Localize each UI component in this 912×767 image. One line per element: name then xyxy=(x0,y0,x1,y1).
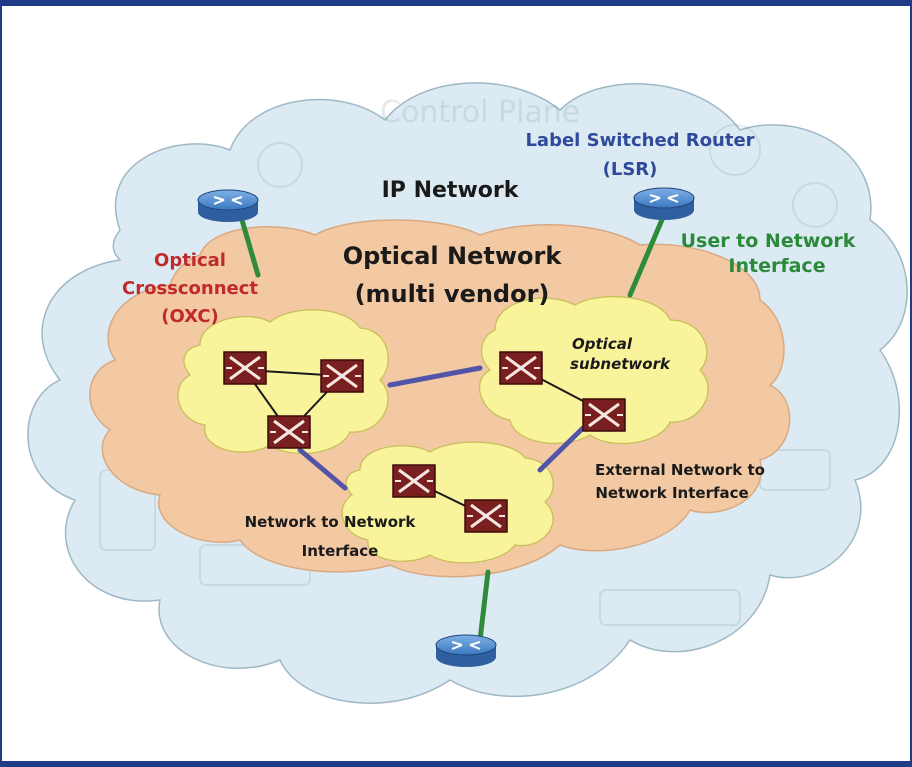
oxc-icon xyxy=(223,351,267,385)
optical-network-label: Optical Network xyxy=(343,242,563,270)
right-frame-bar xyxy=(910,0,912,767)
uni-links xyxy=(239,212,667,643)
bottom-frame-bar xyxy=(0,761,912,767)
nni-link-left-right xyxy=(387,365,483,388)
uni-label-line1: User to Network xyxy=(681,230,856,252)
oxc-icon xyxy=(582,398,626,432)
oxc-label-line2: Crossconnect xyxy=(122,278,258,299)
right-subnetwork-cloud xyxy=(479,295,709,445)
watermark-text: Control Plane xyxy=(380,95,580,130)
oxc-icon xyxy=(464,499,508,533)
oxc-icons xyxy=(223,351,626,533)
oxc-label-line3: (OXC) xyxy=(161,306,219,327)
oxc-icon xyxy=(320,359,364,393)
ip-network-label: IP Network xyxy=(382,178,520,203)
diagram-labels: IP Network Optical Network (multi vendor… xyxy=(122,130,856,560)
lsr-label-line2: (LSR) xyxy=(603,159,658,180)
router-icon xyxy=(197,189,259,222)
uni-link-lsr xyxy=(627,212,667,298)
nni-label-line2: Interface xyxy=(302,542,379,560)
nni-link-left-bottom xyxy=(297,447,348,491)
oxc-icon xyxy=(499,351,543,385)
uni-link-oxc-router xyxy=(239,217,261,278)
router-icon xyxy=(435,634,497,667)
enni-label-line2: Network Interface xyxy=(595,484,748,502)
optical-subnetwork-label-line1: Optical xyxy=(572,335,633,353)
nni-links xyxy=(297,365,586,491)
router-icon xyxy=(633,187,695,220)
optical-network-sublabel: (multi vendor) xyxy=(355,280,550,308)
oxc-icon xyxy=(392,464,436,498)
enni-link-right-bottom xyxy=(537,425,586,473)
nni-label-line1: Network to Network xyxy=(245,513,417,531)
uni-label-line2: Interface xyxy=(728,255,825,277)
lsr-label-line1: Label Switched Router xyxy=(525,130,754,151)
enni-label-line1: External Network to xyxy=(595,461,765,479)
left-subnetwork-cloud xyxy=(177,309,389,455)
oxc-icon xyxy=(267,415,311,449)
left-frame-bar xyxy=(0,0,2,767)
top-frame-bar xyxy=(0,0,912,6)
oxc-label-line1: Optical xyxy=(154,250,226,271)
optical-subnetwork-label-line2: subnetwork xyxy=(570,355,671,373)
uni-link-bottom-router xyxy=(477,569,491,643)
